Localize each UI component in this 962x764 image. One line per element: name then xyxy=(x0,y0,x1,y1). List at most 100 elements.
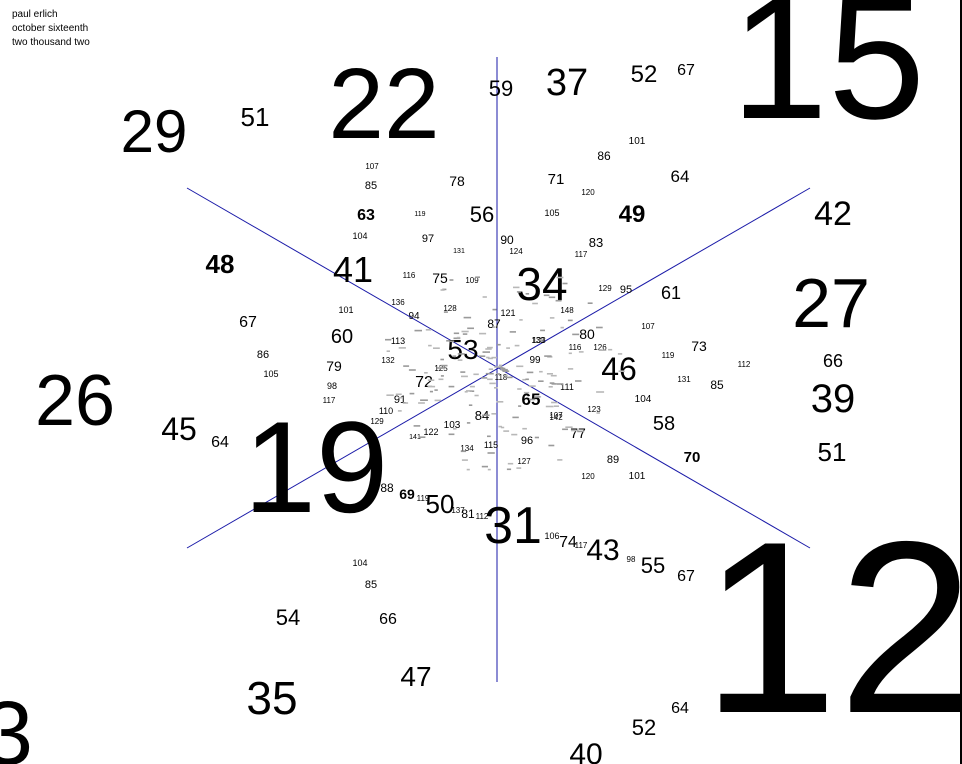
number-label: 123 xyxy=(587,405,601,414)
number-label: 86 xyxy=(597,149,611,163)
micro-glyph xyxy=(497,343,501,346)
number-label: 50 xyxy=(426,489,455,519)
micro-glyph xyxy=(434,399,441,402)
number-label: 61 xyxy=(661,283,681,303)
number-label: 105 xyxy=(263,369,278,379)
micro-glyph xyxy=(525,293,530,295)
number-label: 90 xyxy=(500,233,514,247)
micro-glyph xyxy=(413,425,421,427)
number-label: 34 xyxy=(516,258,567,310)
number-label: 99 xyxy=(529,355,541,366)
micro-glyph xyxy=(500,426,505,429)
number-label: 54 xyxy=(276,605,300,630)
number-label: 64 xyxy=(671,700,689,717)
micro-glyph xyxy=(529,398,536,401)
micro-glyph xyxy=(448,433,455,436)
micro-glyph xyxy=(386,394,394,396)
number-label: 37 xyxy=(546,62,588,104)
micro-glyph xyxy=(460,371,466,373)
micro-glyph xyxy=(461,459,468,461)
micro-glyph xyxy=(469,385,475,388)
number-label: 120 xyxy=(581,472,595,481)
number-label: 129 xyxy=(370,417,384,426)
micro-glyph xyxy=(548,444,555,447)
number-label: 78 xyxy=(449,173,465,189)
micro-glyph xyxy=(466,390,472,392)
micro-glyph xyxy=(440,358,444,361)
number-label: 80 xyxy=(579,326,595,342)
micro-glyph xyxy=(425,329,432,331)
micro-glyph xyxy=(546,373,553,375)
micro-glyph xyxy=(617,353,623,355)
micro-glyph xyxy=(408,369,416,371)
micro-glyph xyxy=(498,425,502,428)
number-label: 31 xyxy=(484,497,542,555)
number-label: 87 xyxy=(487,317,501,331)
micro-glyph xyxy=(499,367,504,369)
micro-glyph xyxy=(492,308,497,311)
number-label: 64 xyxy=(211,434,229,451)
micro-glyph xyxy=(548,386,553,388)
number-label: 89 xyxy=(607,454,619,466)
number-label: 105 xyxy=(544,208,559,218)
number-label: 134 xyxy=(460,444,474,453)
number-label: 118 xyxy=(495,373,508,382)
micro-glyph xyxy=(553,405,559,407)
micro-glyph xyxy=(506,347,510,349)
micro-glyph xyxy=(487,468,491,471)
micro-glyph xyxy=(448,385,455,388)
number-label: 116 xyxy=(569,343,582,352)
micro-glyph xyxy=(575,380,582,382)
number-label: 55 xyxy=(641,553,665,578)
micro-glyph xyxy=(598,349,607,351)
number-label: 85 xyxy=(365,579,377,591)
micro-glyph xyxy=(489,382,496,385)
micro-glyph xyxy=(496,373,500,375)
number-label: 83 xyxy=(589,235,603,250)
micro-glyph xyxy=(429,390,433,393)
micro-glyph xyxy=(491,413,496,415)
number-label: 84 xyxy=(475,408,489,423)
micro-glyph xyxy=(550,374,557,377)
number-label: 109 xyxy=(465,276,479,285)
number-label: 131 xyxy=(677,375,691,384)
number-label: 29 xyxy=(121,98,188,165)
micro-glyph xyxy=(567,319,573,322)
number-label: 35 xyxy=(246,672,297,724)
micro-glyph xyxy=(424,372,428,374)
micro-glyph xyxy=(482,414,490,417)
micro-glyph xyxy=(438,378,444,381)
number-label: 94 xyxy=(408,311,420,322)
number-label: 101 xyxy=(338,305,353,315)
number-label: 81 xyxy=(461,507,475,521)
number-label: 88 xyxy=(380,481,394,495)
number-label: 73 xyxy=(691,338,707,354)
micro-glyph xyxy=(504,374,508,377)
number-label: 112 xyxy=(476,512,489,521)
number-label: 48 xyxy=(206,249,235,279)
micro-glyph xyxy=(509,331,516,333)
micro-glyph xyxy=(494,387,498,389)
micro-glyph xyxy=(418,436,426,438)
micro-glyph xyxy=(427,385,436,388)
micro-glyph xyxy=(487,378,493,381)
number-label: 12 xyxy=(702,490,962,764)
number-label: 112 xyxy=(738,360,751,369)
number-label: 126 xyxy=(593,343,607,352)
micro-glyph xyxy=(452,355,457,357)
micro-glyph xyxy=(516,291,521,293)
caption-line: paul erlich xyxy=(12,9,58,20)
micro-glyph xyxy=(547,356,553,358)
number-label: 53 xyxy=(447,334,478,365)
micro-glyph xyxy=(491,356,497,359)
micro-glyph xyxy=(522,427,527,430)
micro-glyph xyxy=(478,355,486,357)
number-label: 43 xyxy=(586,534,619,567)
micro-glyph xyxy=(556,276,564,279)
number-label: 85 xyxy=(365,180,377,192)
number-label: 101 xyxy=(629,471,646,482)
number-label: 106 xyxy=(544,531,559,541)
number-label: 75 xyxy=(432,270,448,286)
number-label: 139 xyxy=(531,336,545,345)
micro-glyph xyxy=(475,276,480,278)
